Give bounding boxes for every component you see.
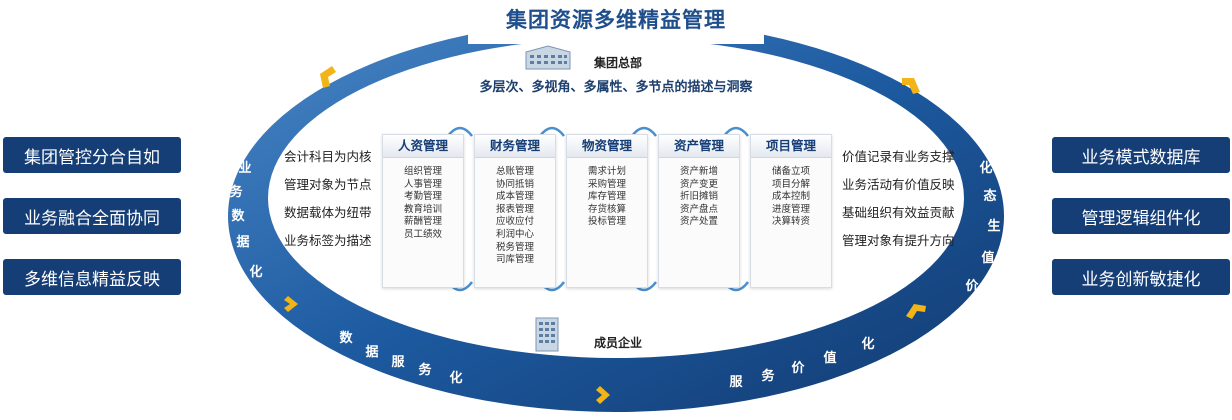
chevron-top-right-icon: [902, 78, 920, 94]
module-item: 总账管理: [495, 166, 534, 177]
chevron-top-left-icon: [320, 66, 336, 88]
module-item: 投标管理: [587, 216, 626, 228]
member-label: 成员企业: [594, 336, 643, 350]
chevron-bottom-icon: [596, 386, 610, 404]
ring-label-char: 值: [981, 250, 994, 266]
left-statement: 会计科目为内核: [284, 149, 372, 164]
ring-label-char: 态: [983, 188, 996, 204]
module-projects: 项目管理 储备立项 项目分解 成本控制 进度管理 决算转资: [750, 134, 832, 288]
module-materials: 物资管理 需求计划 采购管理 库存管理 存货核算 投标管理: [566, 134, 648, 288]
module-item: 需求计划: [587, 166, 626, 177]
left-box-1: 集团管控分合自如: [3, 137, 181, 173]
left-statement: 数据载体为纽带: [284, 205, 372, 220]
module-item: 成本管理: [495, 191, 534, 203]
module-assets: 资产管理 资产新增 资产变更 折旧摊销 资产盘点 资产处置: [658, 134, 740, 288]
left-statement: 管理对象为节点: [284, 177, 372, 192]
ring-label-char: 务: [229, 184, 243, 200]
module-item: 进度管理: [771, 203, 810, 215]
module-item: 报表管理: [495, 203, 534, 215]
module-item: 资产处置: [679, 216, 718, 228]
ring-label-char: 数: [231, 208, 245, 224]
module-title: 资产管理: [659, 135, 739, 158]
ring-label-char: 化: [449, 370, 462, 386]
module-item: 成本控制: [771, 191, 810, 203]
ring-label-char: 化: [861, 336, 874, 352]
module-finance: 财务管理 总账管理 协同抵销 成本管理 报表管理 应收应付 利润中心 税务管理 …: [474, 134, 556, 288]
module-item: 应收应付: [495, 216, 534, 228]
module-item: 考勤管理: [403, 191, 442, 203]
module-item: 协同抵销: [495, 178, 534, 190]
module-item: 决算转资: [771, 216, 810, 228]
module-item: 教育培训: [403, 203, 442, 215]
ring-label-char: 生: [987, 218, 1000, 234]
main-title: 集团资源多维精益管理: [506, 8, 726, 32]
module-item: 库存管理: [587, 191, 626, 203]
module-item: 储备立项: [771, 166, 810, 177]
ring-label-char: 务: [418, 362, 432, 378]
module-title: 人资管理: [383, 135, 463, 158]
module-item: 司库管理: [495, 254, 534, 266]
module-item: 组织管理: [403, 166, 442, 177]
hq-label: 集团总部: [594, 56, 643, 70]
hq-subtitle: 多层次、多视角、多属性、多节点的描述与洞察: [479, 80, 753, 95]
module-title: 项目管理: [751, 135, 831, 158]
module-title: 物资管理: [567, 135, 647, 158]
module-item: 薪酬管理: [403, 216, 442, 228]
right-box-3: 业务创新敏捷化: [1052, 259, 1230, 295]
ring-label-char: 值: [823, 350, 836, 366]
module-item: 存货核算: [587, 203, 626, 215]
office-building-icon: [530, 316, 564, 356]
ring-label-char: 化: [979, 160, 992, 176]
right-statement: 价值记录有业务支撑: [842, 149, 955, 164]
module-item: 资产新增: [679, 166, 718, 177]
module-title: 财务管理: [475, 135, 555, 158]
module-item: 资产变更: [679, 178, 718, 190]
right-statement: 基础组织有效益贡献: [842, 205, 955, 220]
left-statement: 业务标签为描述: [284, 233, 372, 248]
right-statement: 管理对象有提升方向: [842, 233, 955, 248]
module-item: 资产盘点: [679, 203, 718, 215]
module-item: 项目分解: [771, 178, 810, 190]
chevron-right-icon: [906, 304, 926, 319]
left-box-2: 业务融合全面协同: [3, 198, 181, 234]
module-item: 采购管理: [587, 178, 626, 190]
ring-label-char: 化: [249, 264, 262, 280]
chevron-left-icon: [284, 296, 298, 312]
ring-label-char: 业: [238, 160, 251, 176]
module-item: 折旧摊销: [679, 191, 718, 203]
ring-label-char: 数: [339, 330, 353, 346]
module-hr: 人资管理 组织管理 人事管理 考勤管理 教育培训 薪酬管理 员工绩效: [382, 134, 464, 288]
ring-label-char: 服: [391, 355, 405, 370]
module-item: 利润中心: [495, 228, 534, 240]
ring-label-char: 价: [965, 279, 979, 294]
right-statement: 业务活动有价值反映: [842, 177, 955, 192]
building-icon: [524, 44, 572, 74]
ring-label-char: 服: [729, 375, 743, 390]
right-box-1: 业务模式数据库: [1052, 137, 1230, 173]
right-box-2: 管理逻辑组件化: [1052, 198, 1230, 234]
ring-label-char: 务: [761, 368, 775, 384]
left-box-3: 多维信息精益反映: [3, 259, 181, 295]
ring-label-char: 价: [791, 361, 805, 376]
module-item: 员工绩效: [403, 228, 442, 240]
module-item: 人事管理: [403, 178, 442, 190]
ring-label-char: 据: [365, 344, 378, 360]
module-item: 税务管理: [495, 241, 534, 253]
ring-label-char: 据: [236, 234, 249, 250]
